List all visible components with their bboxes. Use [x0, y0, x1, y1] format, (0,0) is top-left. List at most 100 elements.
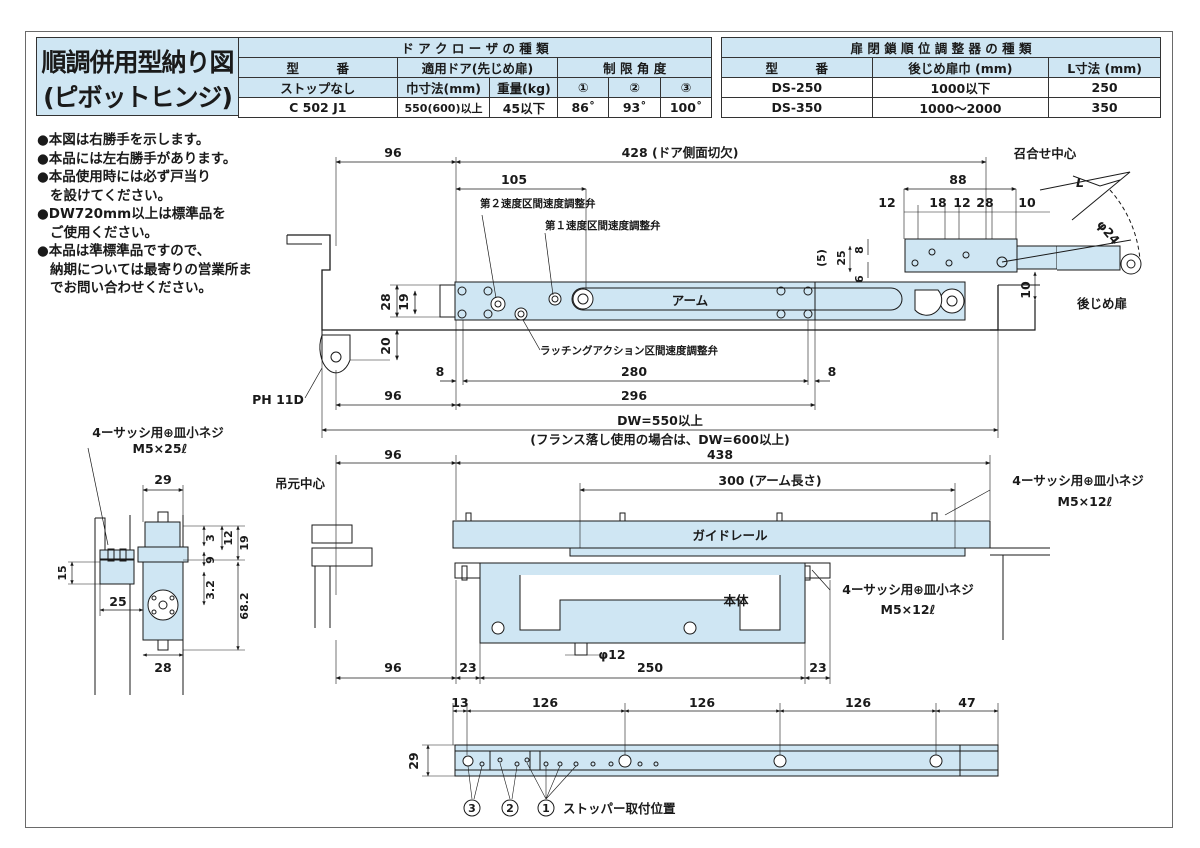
top-dim-105: 105 — [501, 172, 527, 187]
stopper-marker-1: 1 — [542, 802, 550, 815]
guide-rail — [452, 520, 991, 549]
closer-table-heading: ド ア ク ロ ー ザ の 種 類 — [238, 37, 712, 58]
front-dim-96b: 96 — [384, 660, 402, 675]
body-label: 本体 — [723, 593, 749, 608]
side-dim-19: 19 — [238, 535, 251, 550]
top-dim-12a: 12 — [878, 195, 895, 210]
coordinator-model: DS-350 — [721, 97, 873, 118]
top-dim-8r: 8 — [828, 364, 837, 379]
title-line-1: 順調併用型納り図 — [41, 48, 234, 77]
side-bracket — [144, 521, 181, 548]
title-line-2: (ピボットヒンジ) — [43, 83, 233, 112]
coordinator-width: 1000以下 — [871, 77, 1050, 98]
closer-row-stop: ストップなし — [238, 77, 398, 98]
top-dim-96: 96 — [384, 145, 402, 160]
note-item-continued: 納期については最寄りの営業所までお問い合わせください。 — [50, 261, 252, 297]
pivot-hinge-label: PH 11D — [252, 392, 304, 407]
dw-note: (フランス落し使用の場合は、DW=600以上) — [530, 432, 789, 447]
dw-label: DW=550以上 — [617, 413, 703, 428]
coordinator-width: 1000〜2000 — [871, 97, 1050, 118]
closer-limit-1: ① — [557, 77, 610, 98]
side-dim-15: 15 — [56, 565, 69, 580]
closer-col-limit: 制 限 角 度 — [557, 57, 712, 78]
top-dim-12b: 12 — [953, 195, 970, 210]
latch-valve-label: ラッチングアクション区間速度調整弁 — [540, 344, 718, 357]
front-dim-phi12: φ12 — [598, 647, 625, 662]
rail-bottom — [454, 744, 999, 777]
closer-col-door: 適用ドア(先じめ扉) — [396, 57, 559, 78]
top-dim-20: 20 — [378, 337, 393, 355]
top-dim-280: 280 — [621, 364, 647, 379]
side-dim-29: 29 — [154, 472, 171, 487]
top-dim-6: 6 — [853, 275, 866, 283]
coordinator-table-heading: 扉 閉 鎖 順 位 調 整 器 の 種 類 — [721, 37, 1161, 58]
top-dim-19: 19 — [396, 293, 411, 310]
note-item: ●本品使用時には必ず戸当り — [37, 169, 211, 185]
top-dim-8: 8 — [853, 246, 866, 254]
side-dim-9: 9 — [204, 556, 217, 564]
front-screw-top-size: M5×12ℓ — [1058, 494, 1113, 509]
closer-angle-3: 100˚ — [660, 97, 712, 118]
coordinator-l: 350 — [1048, 97, 1161, 118]
side-dim-32: 3.2 — [204, 580, 217, 600]
side-dim-28: 28 — [154, 660, 171, 675]
top-dim-28: 28 — [976, 195, 993, 210]
guide-rail-label: ガイドレール — [692, 528, 768, 543]
valve2-label: 第２速度区間速度調整弁 — [480, 197, 596, 210]
front-dim-23b: 23 — [809, 660, 826, 675]
front-dim-438: 438 — [707, 447, 733, 462]
side-dim-682: 68.2 — [238, 592, 251, 619]
note-item-continued: を設けてください。 — [50, 187, 172, 204]
coordinator-col-model: 型 番 — [721, 57, 873, 78]
top-dim-18: 18 — [929, 195, 946, 210]
rail-dim-126a: 126 — [532, 695, 558, 710]
note-item: ●本図は右勝手を示します。 — [37, 132, 210, 148]
closer-limit-2: ② — [608, 77, 662, 98]
coordinator-col-l: L寸法 (mm) — [1048, 57, 1161, 78]
coordinator-model: DS-250 — [721, 77, 873, 98]
closer-limit-3: ③ — [660, 77, 712, 98]
note-item: ●本品は準標準品ですので、 — [37, 243, 211, 259]
stopper-label: ストッパー取付位置 — [563, 801, 676, 816]
meeting-center-label: 召合せ中心 — [1014, 146, 1077, 161]
side-dim-3: 3 — [204, 534, 217, 542]
side-screw-label: 4ーサッシ用⊕皿小ネジ — [92, 425, 224, 440]
front-dim-300: 300 (アーム長さ) — [718, 473, 821, 488]
closer-weight: 45以下 — [489, 97, 559, 118]
notes-list: ●本図は右勝手を示します。 ●本品には左右勝手があります。 ●本品使用時には必ず… — [37, 131, 262, 298]
closer-col-width: 巾寸法(mm) — [396, 77, 491, 98]
rail-dim-29: 29 — [406, 752, 421, 769]
closer-width: 550(600)以上 — [396, 97, 491, 118]
closer-spec-table: ド ア ク ロ ー ザ の 種 類 型 番 適用ドア(先じめ扉) 制 限 角 度… — [238, 37, 712, 118]
side-dim-12: 12 — [222, 530, 235, 545]
top-dim-428: 428 (ドア側面切欠) — [622, 145, 739, 160]
drawing-frame — [25, 31, 1173, 828]
top-dim-88: 88 — [949, 172, 966, 187]
closer-angle-2: 93˚ — [608, 97, 662, 118]
top-dim-10b: 10 — [1018, 281, 1033, 299]
coordinator-col-width: 後じめ扉巾 (mm) — [871, 57, 1050, 78]
side-dim-25: 25 — [109, 594, 126, 609]
note-item: ●本品には左右勝手があります。 — [37, 150, 237, 167]
top-dim-8l: 8 — [436, 364, 445, 379]
closer-angle-1: 86˚ — [557, 97, 610, 118]
note-item-continued: ご使用ください。 — [50, 224, 158, 241]
closer-col-weight: 重量(kg) — [489, 77, 559, 98]
note-item: ●DW720mm以上は標準品を — [37, 206, 226, 222]
top-dim-28v: 28 — [378, 293, 393, 310]
top-dim-25: 25 — [835, 250, 848, 265]
front-dim-250: 250 — [637, 660, 663, 675]
rear-door-label: 後じめ扉 — [1077, 296, 1127, 311]
closer-col-model: 型 番 — [238, 57, 398, 78]
top-dim-10a: 10 — [1018, 195, 1036, 210]
side-screw-size: M5×25ℓ — [133, 441, 188, 456]
top-dim-96b: 96 — [384, 388, 402, 403]
coordinator-spec-table: 扉 閉 鎖 順 位 調 整 器 の 種 類 型 番 後じめ扉巾 (mm) L寸法… — [721, 37, 1161, 118]
rail-dim-13: 13 — [451, 695, 468, 710]
top-dim-5: (5) — [815, 249, 828, 267]
valve1-label: 第１速度区間速度調整弁 — [545, 219, 661, 232]
rail-dim-126b: 126 — [689, 695, 715, 710]
rail-dim-126c: 126 — [845, 695, 871, 710]
